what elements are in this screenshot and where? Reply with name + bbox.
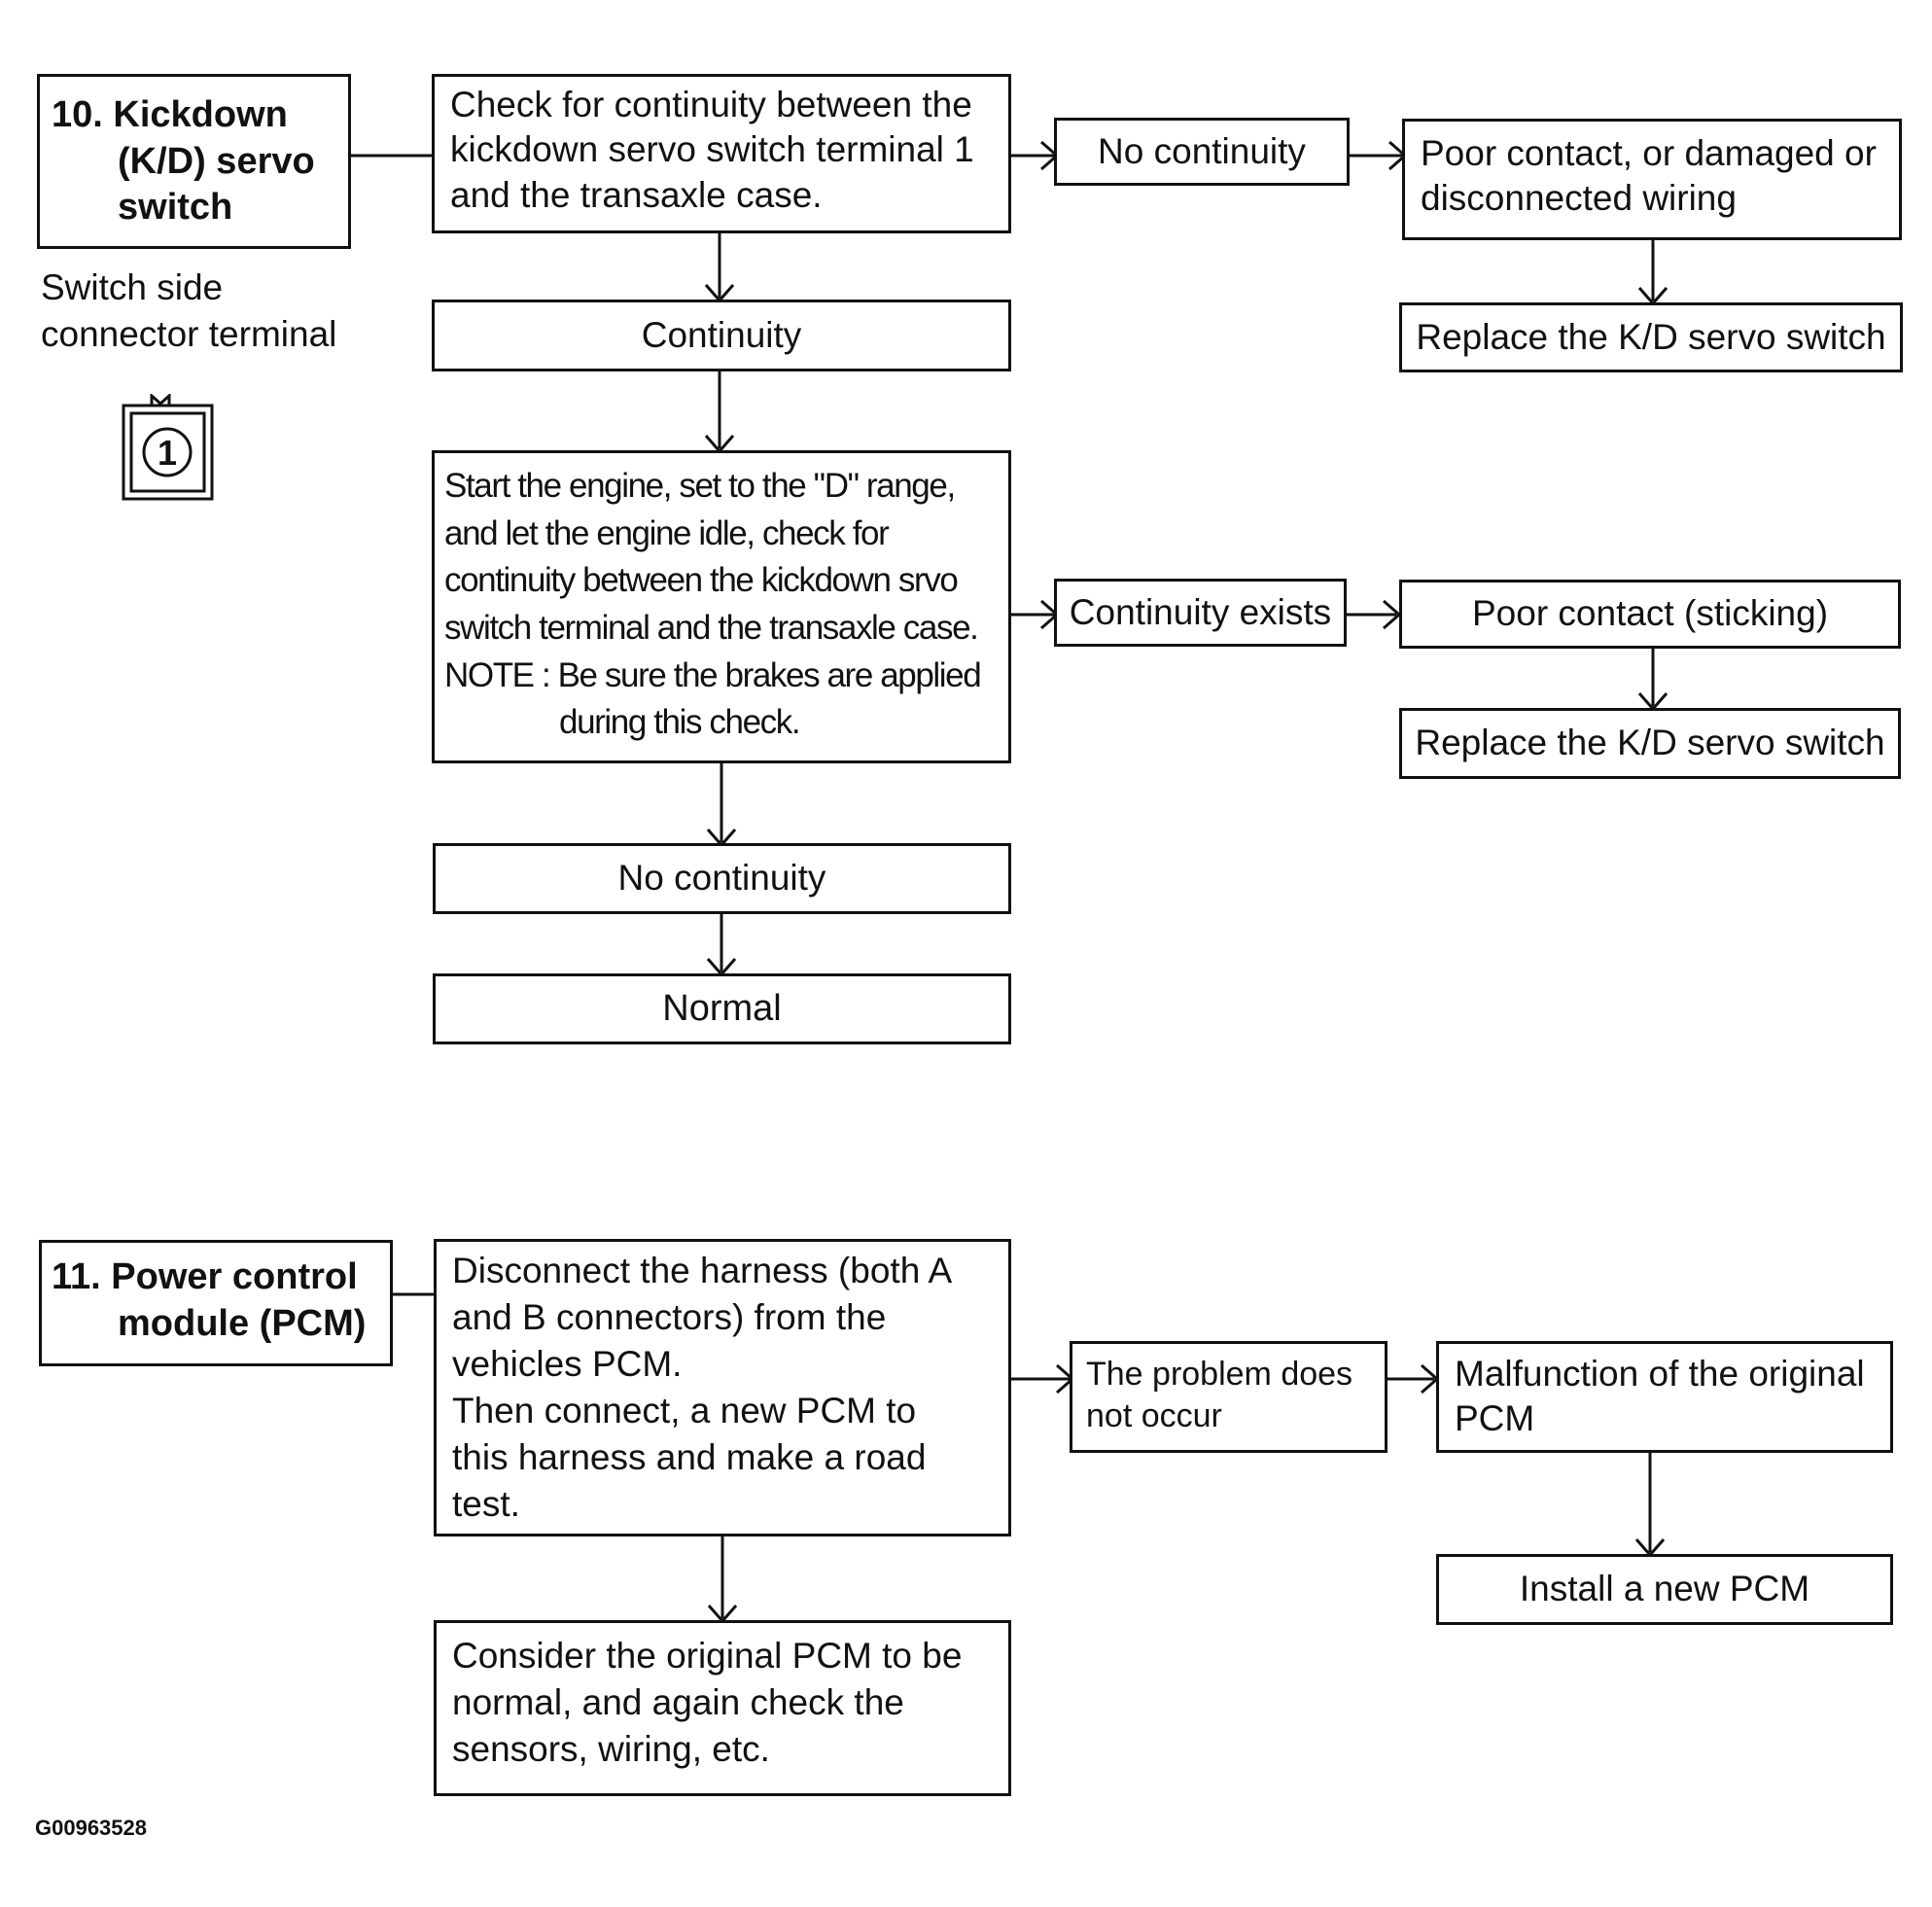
continuity-check-step: Check for continuity between the kickdow… <box>432 74 1011 233</box>
result-no-continuity-2: No continuity <box>433 843 1011 914</box>
connector-terminal-icon: 1 <box>122 394 214 501</box>
result-continuity-exists: Continuity exists <box>1054 579 1347 647</box>
title-line: 11. Power control <box>52 1256 358 1297</box>
pcm-substitution-procedure: Disconnect the harness (both A and B con… <box>434 1239 1011 1536</box>
replace-servo-switch-1: Replace the K/D servo switch <box>1399 302 1903 372</box>
kickdown-servo-switch-title: 10. Kickdown (K/D) servo switch <box>37 74 351 249</box>
cause-wiring: Poor contact, or damaged or disconnected… <box>1402 119 1902 240</box>
install-new-pcm: Install a new PCM <box>1436 1554 1893 1625</box>
conclusion-original-pcm-normal: Consider the original PCM to be normal, … <box>434 1620 1011 1796</box>
replace-servo-switch-2: Replace the K/D servo switch <box>1399 708 1901 779</box>
title-line: module (PCM) <box>118 1302 367 1344</box>
result-continuity: Continuity <box>432 300 1011 371</box>
figure-id: G00963528 <box>35 1816 147 1840</box>
cause-sticking: Poor contact (sticking) <box>1399 580 1901 649</box>
title-line: switch <box>118 187 233 228</box>
result-normal: Normal <box>433 973 1011 1044</box>
result-problem-does-not-occur: The problem does not occur <box>1070 1341 1388 1453</box>
terminal-number: 1 <box>158 433 177 473</box>
power-control-module-title: 11. Power control module (PCM) <box>39 1240 393 1366</box>
engine-idle-check-step: Start the engine, set to the "D" range, … <box>432 450 1011 763</box>
cause-original-pcm-malfunction: Malfunction of the original PCM <box>1436 1341 1893 1453</box>
title-line: 10. Kickdown <box>52 94 288 135</box>
title-line: (K/D) servo <box>118 140 315 182</box>
result-no-continuity-1: No continuity <box>1054 118 1350 186</box>
connector-caption: Switch side connector terminal <box>41 267 337 355</box>
